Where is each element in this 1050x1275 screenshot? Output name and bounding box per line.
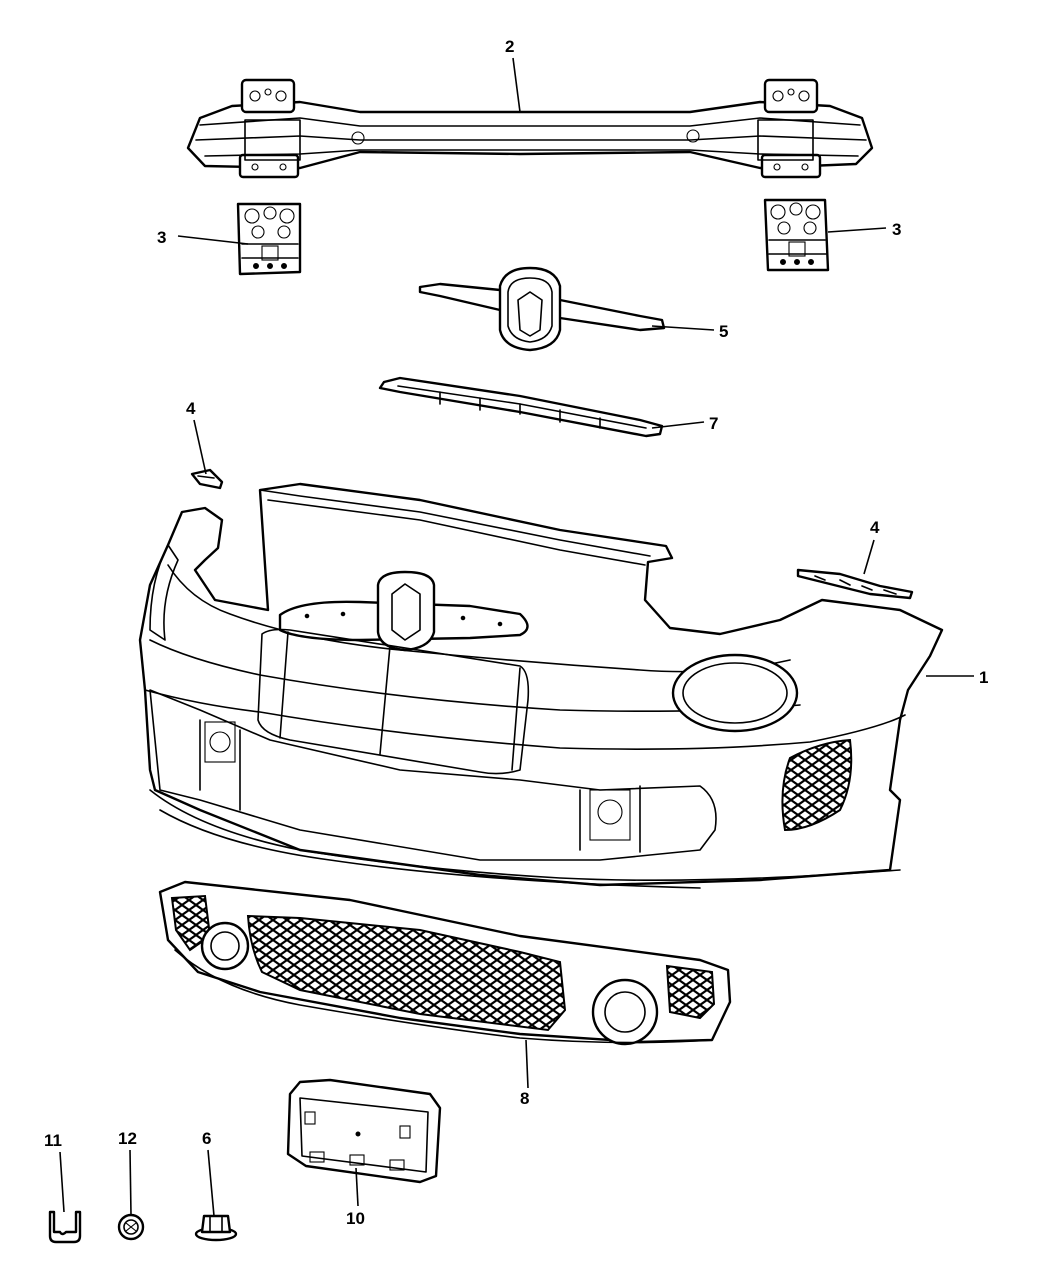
mounting-bracket-right [763, 198, 830, 272]
leader-6 [207, 1149, 215, 1217]
leader-12 [129, 1149, 132, 1216]
mounting-bracket-left [236, 202, 302, 276]
grille-emblem-bar [418, 266, 666, 352]
clip [48, 1210, 82, 1244]
leader-10 [355, 1167, 359, 1207]
callout-5: 5 [719, 322, 728, 341]
callout-11: 11 [44, 1131, 62, 1150]
leader-11 [59, 1151, 65, 1213]
callout-8: 8 [520, 1089, 529, 1108]
callout-4-right: 4 [870, 518, 880, 537]
callout-3-left: 3 [157, 228, 166, 247]
callout-10: 10 [346, 1209, 365, 1228]
bumper-reinforcement-beam [186, 78, 874, 179]
upper-grille [378, 376, 664, 438]
leader-2 [512, 57, 521, 113]
leader-3-left [177, 235, 249, 245]
leader-lines [59, 57, 974, 1217]
callout-1: 1 [979, 668, 988, 687]
leader-3-right [827, 227, 887, 233]
leader-8 [525, 1039, 529, 1089]
badge-left [190, 468, 224, 490]
front-bumper-fascia [138, 482, 944, 889]
callout-6: 6 [202, 1129, 211, 1148]
lower-grille [158, 880, 732, 1046]
callout-2: 2 [505, 37, 514, 56]
callout-12: 12 [118, 1129, 137, 1148]
leader-4-left [193, 419, 207, 475]
license-plate-bracket [286, 1078, 442, 1184]
flange-nut [194, 1214, 238, 1242]
badge-right [796, 568, 914, 600]
leader-7 [651, 421, 705, 429]
nut [117, 1213, 145, 1241]
callout-4-left: 4 [186, 399, 196, 418]
leader-5 [651, 325, 715, 331]
callout-3-right: 3 [892, 220, 901, 239]
leader-4-right [863, 539, 875, 575]
callout-labels: 2 3 3 5 7 4 4 1 8 10 11 12 6 [44, 37, 988, 1228]
callout-7: 7 [709, 414, 718, 433]
